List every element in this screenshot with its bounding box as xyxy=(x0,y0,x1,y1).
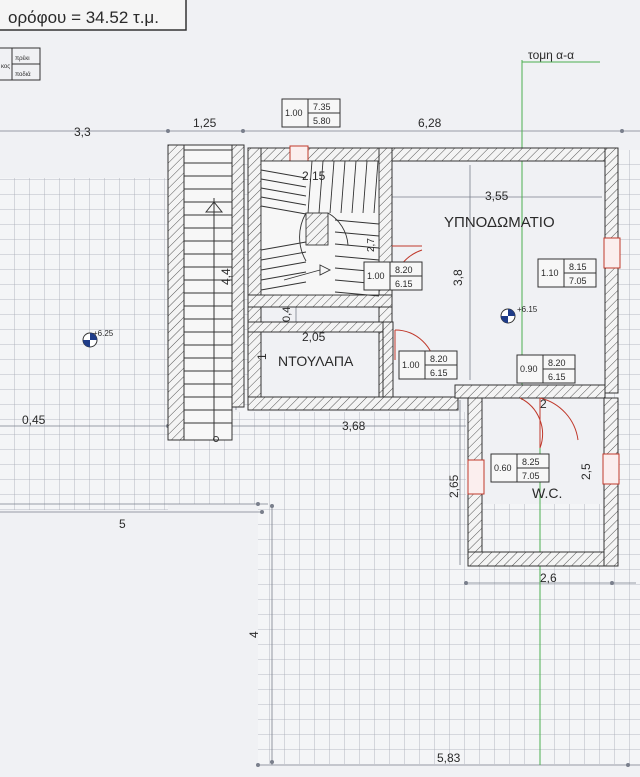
level-bedroom: +6.15 xyxy=(517,305,538,314)
dim-closet-width: 2,05 xyxy=(302,330,326,344)
legend-row2: ποδιά xyxy=(15,71,31,78)
opening-height: 7.05 xyxy=(522,471,540,481)
spiral-tread xyxy=(260,169,307,179)
external-stair xyxy=(167,144,245,442)
dim-wc-side: 2,65 xyxy=(447,474,461,498)
spiral-tread xyxy=(307,160,313,214)
spiral-tread xyxy=(260,241,307,251)
room-bedroom: ΥΠΝΟΔΩΜΑΤΙΟ xyxy=(444,214,555,231)
dim-stair-width: 2,15 xyxy=(302,169,326,183)
opening-sill: 1.00 xyxy=(285,108,303,118)
opening-sill: 0.60 xyxy=(494,463,512,473)
opening-lintel: 7.35 xyxy=(313,102,331,112)
dim-terrace-4: 4 xyxy=(247,631,261,638)
opening-lintel: 8.15 xyxy=(569,262,587,272)
dim-bedroom-width: 3,55 xyxy=(485,189,509,203)
opening-height: 6.15 xyxy=(430,368,448,378)
dim-wc-height: 2,5 xyxy=(579,463,593,480)
opening-sill: 1.10 xyxy=(541,268,559,278)
section-label: τομη α-α xyxy=(528,48,574,62)
spiral-tread xyxy=(362,160,368,214)
opening-height: 6.15 xyxy=(548,372,566,382)
opening-lintel: 8.25 xyxy=(522,457,540,467)
dim-wc-bottom: 2,6 xyxy=(540,571,557,585)
dim-top-mid: 1,25 xyxy=(193,116,217,130)
openings xyxy=(289,145,621,495)
dim-left-045: 0,45 xyxy=(22,413,46,427)
spiral-tread xyxy=(260,196,307,206)
dim-top-left: 3,3 xyxy=(74,125,91,139)
spiral-tread xyxy=(334,243,380,249)
dim-small-04: 0,4 xyxy=(281,307,293,322)
dim-terrace-5: 5 xyxy=(119,517,126,531)
opening-tag-wc-window: 0.60 8.25 7.05 xyxy=(490,453,550,483)
title-block: ορόφου = 34.52 τ.μ. xyxy=(0,0,187,31)
opening-tag-stair-door: 1.00 8.20 6.15 xyxy=(363,261,423,291)
internal-stair xyxy=(260,160,380,297)
dim-stair-height: 2,7 xyxy=(366,238,377,252)
opening-sill: 1.00 xyxy=(367,271,385,281)
spiral-tread xyxy=(329,160,335,214)
spiral-tread xyxy=(260,281,307,291)
spiral-tread xyxy=(334,231,380,237)
room-closet: ΝΤΟΥΛΑΠΑ xyxy=(278,353,354,369)
opening-height: 6.15 xyxy=(395,279,413,289)
level-marker-bedroom: +6.15 xyxy=(500,305,538,324)
spiral-tread xyxy=(260,251,307,261)
spiral-tread xyxy=(334,291,380,297)
opening-lintel: 8.20 xyxy=(430,354,448,364)
level-terrace: +6.25 xyxy=(93,329,114,338)
spiral-tread xyxy=(318,160,324,214)
spiral-tread xyxy=(334,219,380,225)
spiral-tread xyxy=(340,160,346,214)
spiral-tread xyxy=(260,271,307,281)
spiral-tread xyxy=(260,205,307,215)
opening-tag-bedroom-window: 1.10 8.15 7.05 xyxy=(537,258,597,288)
spiral-tread xyxy=(373,160,379,214)
level-markers: +6.25 +6.15 xyxy=(82,305,538,348)
opening-lintel: 8.20 xyxy=(395,265,413,275)
dim-wc-width: 2 xyxy=(540,397,547,411)
dim-bedroom-height: 3,8 xyxy=(451,269,465,286)
dim-corridor: 3,68 xyxy=(342,419,366,433)
dim-stair-length: 4,4 xyxy=(219,268,233,285)
dim-top-right: 6,28 xyxy=(418,116,442,130)
legend: κος πρέκι ποδιά xyxy=(0,47,41,81)
level-marker-terrace: +6.25 xyxy=(82,329,114,348)
opening-tag-top: 1.00 7.35 5.80 xyxy=(281,98,341,128)
opening-tags: 1.00 7.35 5.80 1.00 8.20 6.15 1.10 8.15 7.05 1.00… xyxy=(281,98,597,483)
spiral-tread xyxy=(260,178,307,188)
opening-tag-wc-door: 0.90 8.20 6.15 xyxy=(516,354,576,384)
opening-lintel: 8.20 xyxy=(548,358,566,368)
dim-bottom-total: 5,83 xyxy=(437,751,461,765)
opening-height: 7.05 xyxy=(569,276,587,286)
spiral-tread xyxy=(260,187,307,197)
room-wc: W.C. xyxy=(532,485,562,501)
opening-sill: 1.00 xyxy=(402,360,420,370)
dim-closet-depth: 1 xyxy=(255,353,269,360)
legend-row1: πρέκι xyxy=(15,55,30,62)
opening-height: 5.80 xyxy=(313,116,331,126)
dimension-texts: 3,3 1,25 6,28 2,15 3,55 3,8 4,4 2,7 0,4 … xyxy=(22,116,593,765)
legend-left-fragment: κος xyxy=(1,64,10,70)
floor-area-text: ορόφου = 34.52 τ.μ. xyxy=(8,8,159,27)
opening-sill: 0.90 xyxy=(520,364,538,374)
opening-tag-closet-door: 1.00 8.20 6.15 xyxy=(398,350,458,380)
spiral-tread xyxy=(334,255,380,261)
spiral-tread xyxy=(351,160,357,214)
spiral-tread xyxy=(260,261,307,271)
